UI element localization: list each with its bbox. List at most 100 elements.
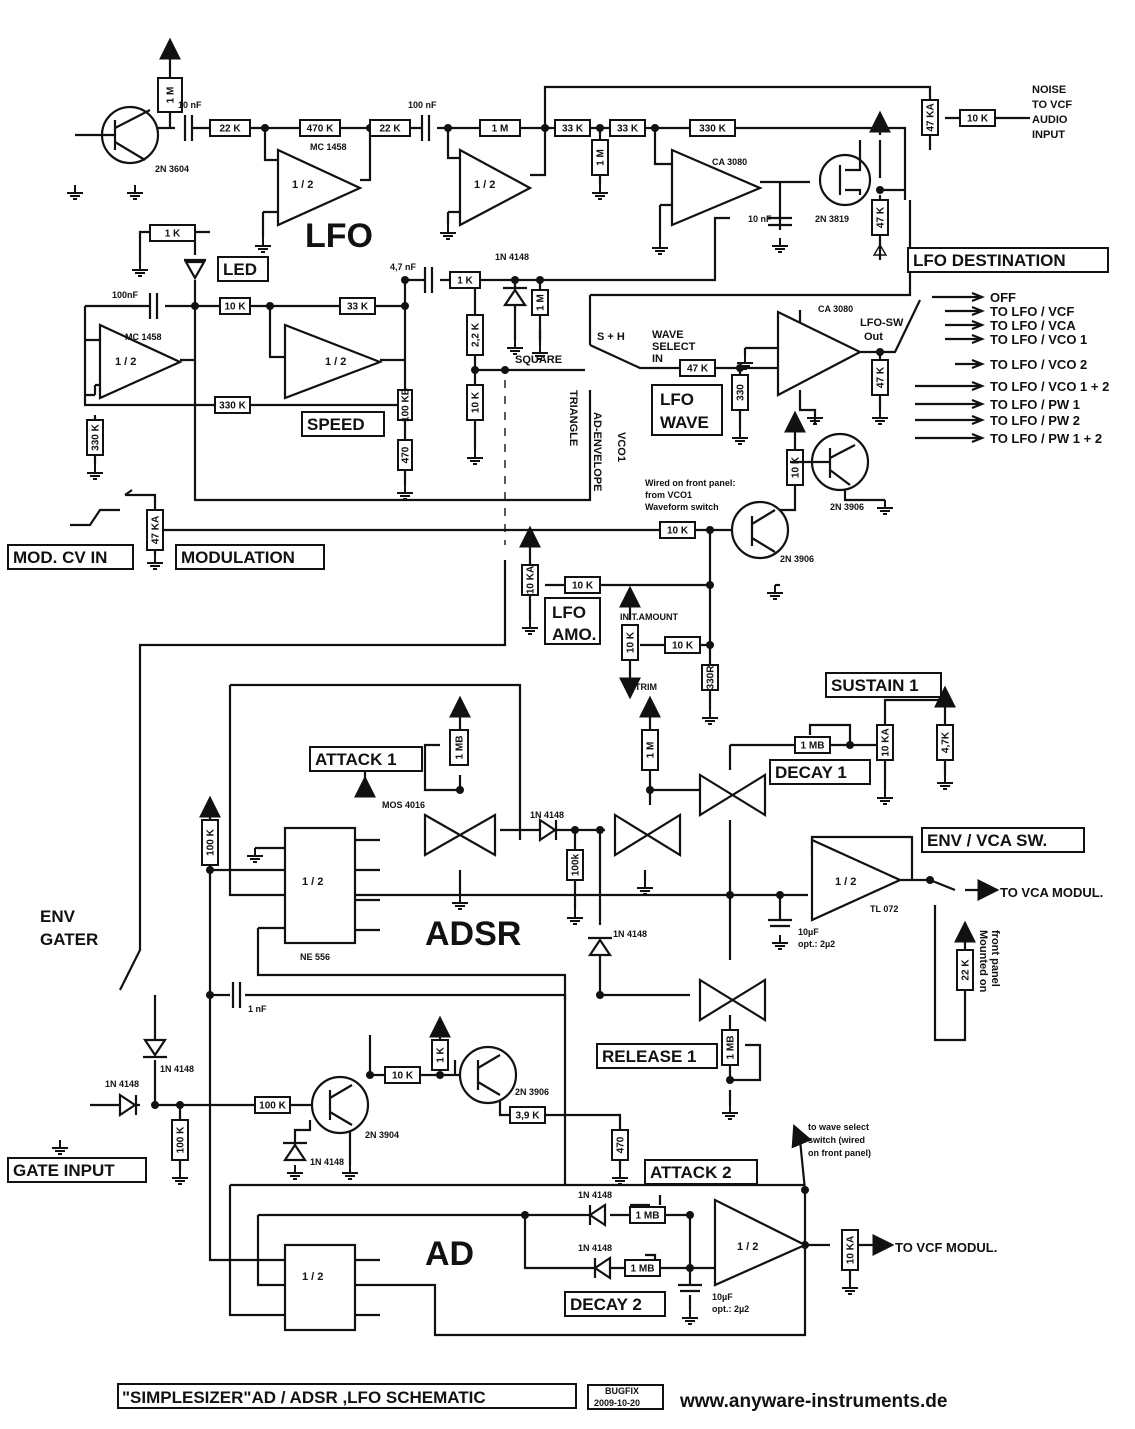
ground-symbol: [937, 775, 953, 790]
junction-dot: [876, 348, 884, 356]
ground-symbol: [592, 185, 608, 200]
sustain-1-label: SUSTAIN 1: [831, 676, 919, 695]
resistor-label: 22 K: [379, 124, 401, 135]
resistor-label: 100 K: [176, 1126, 187, 1153]
to-vca-modul: TO VCA MODUL.: [1000, 885, 1103, 900]
resistor-r-1mb-dec: [794, 736, 831, 754]
junction-dots: [151, 124, 934, 1272]
resistor-label: 1 MB: [726, 1036, 737, 1060]
ic-ca3080-b: CA 3080: [818, 304, 853, 314]
ground-symbol: [452, 895, 468, 910]
ground-symbol: [807, 410, 823, 425]
junction-dot: [706, 641, 714, 649]
resistor-r-22k-b: [369, 119, 411, 137]
destination-label: OFF: [990, 290, 1016, 305]
cap-adsr-2: opt.: 2µ2: [798, 939, 835, 949]
ground-symbols: [52, 185, 953, 1325]
env-gater-label-1: ENV: [40, 907, 76, 926]
resistor-r-1mb-att2: [629, 1206, 666, 1224]
ground-symbol: [532, 345, 548, 360]
attack-1-label: ATTACK 1: [315, 750, 397, 769]
attack-2-label: ATTACK 2: [650, 1163, 732, 1182]
ground-symbol: [52, 1140, 68, 1155]
junction-dot: [151, 1101, 159, 1109]
resistor-r-1m-v: [591, 139, 609, 176]
resistor-r-1m-sq: [531, 289, 549, 316]
junction-dot: [471, 366, 479, 374]
ground-symbol: [342, 1165, 358, 1180]
ground-symbol: [637, 880, 653, 895]
ic-boxes: [283, 826, 357, 1332]
lfo-wave-label-1: LFO: [660, 390, 694, 409]
junction-dot: [776, 891, 784, 899]
env-wiring: [90, 380, 985, 1337]
ad-envelope: AD-ENVELOPE: [591, 412, 603, 491]
resistor-r-47k-out: [871, 359, 889, 396]
ic-mc1458-a: MC 1458: [310, 142, 347, 152]
vco1: VCO1: [615, 432, 627, 462]
resistor-label: 1 M: [166, 87, 177, 104]
env-vca-sw-label: ENV / VCA SW.: [927, 831, 1047, 850]
decay-1-label: DECAY 1: [775, 763, 847, 782]
resistor-label: 1 MB: [631, 1264, 655, 1275]
resistor-r-22k-a: [209, 119, 251, 137]
resistor-label: 33 K: [347, 302, 369, 313]
d-1n4148-gate-b: 1N 4148: [105, 1079, 139, 1089]
resistor-r-10k-a: [219, 297, 251, 315]
junction-dot: [706, 526, 714, 534]
resistor-label: 330R: [706, 665, 717, 690]
mos4016: MOS 4016: [382, 800, 425, 810]
q-2n3906-b: 2N 3906: [780, 554, 814, 564]
q-2n3904: 2N 3904: [365, 1130, 399, 1140]
env-vca-sw-box: [921, 827, 1085, 853]
resistor-r-22k-fp: [956, 949, 974, 991]
resistor-r-47k-v: [871, 199, 889, 236]
resistor-r-10k-v: [466, 384, 484, 421]
resistor-label: 33 K: [617, 124, 639, 135]
junction-dot: [686, 1211, 694, 1219]
resistor-r-330k-v: [86, 419, 104, 456]
junction-dot: [801, 1186, 809, 1194]
speed-box: [301, 411, 385, 437]
resistor-label: 1 K: [457, 276, 473, 287]
wired-3: Waveform switch: [645, 502, 719, 512]
to-wave-3: on front panel): [808, 1148, 871, 1158]
destination-label: TO LFO / VCO 2: [990, 357, 1087, 372]
transistors: [75, 105, 872, 1135]
junction-dot: [596, 124, 604, 132]
resistor-label: 1 K: [165, 229, 181, 240]
website-url: www.anyware-instruments.de: [679, 1391, 947, 1412]
sustain-1-box: [825, 672, 942, 698]
wave-select-3: IN: [652, 353, 663, 365]
resistor-label: 33 K: [562, 124, 584, 135]
resistor-r-47k-wave: [679, 359, 716, 377]
junction-dot: [501, 366, 509, 374]
junction-dot: [206, 991, 214, 999]
ground-symbol: [67, 185, 83, 200]
ground-symbol: [247, 848, 263, 863]
q-2n3906-c: 2N 3906: [515, 1087, 549, 1097]
destination-label: TO LFO / PW 1: [990, 397, 1080, 412]
analog-switches: [423, 773, 767, 1022]
lfo-amo-label-2: AMO.: [552, 625, 596, 644]
adsr-title: ADSR: [425, 915, 521, 953]
junction-dot: [176, 1101, 184, 1109]
resistor-r-47ka-mod: [146, 509, 164, 551]
ground-symbol: [397, 485, 413, 500]
resistor-label: 1 M: [596, 149, 607, 166]
d-1n4148-v: 1N 4148: [613, 929, 647, 939]
ground-symbol: [522, 620, 538, 635]
ground-symbol: [255, 238, 271, 253]
junction-dot: [926, 876, 934, 884]
half: 1 / 2: [835, 876, 856, 888]
junction-dot: [876, 186, 884, 194]
supply-arrows: [124, 37, 1030, 1256]
c-100nf-a: 100nF: [112, 290, 139, 300]
init-amount: INIT.AMOUNT: [620, 612, 678, 622]
lfo-destination-label: LFO DESTINATION: [913, 251, 1066, 270]
to-wave-2: switch (wired: [808, 1135, 865, 1145]
lfo-amo-box: [544, 597, 601, 645]
junction-dot: [261, 124, 269, 132]
c-10nf-a: 10 nF: [178, 100, 202, 110]
